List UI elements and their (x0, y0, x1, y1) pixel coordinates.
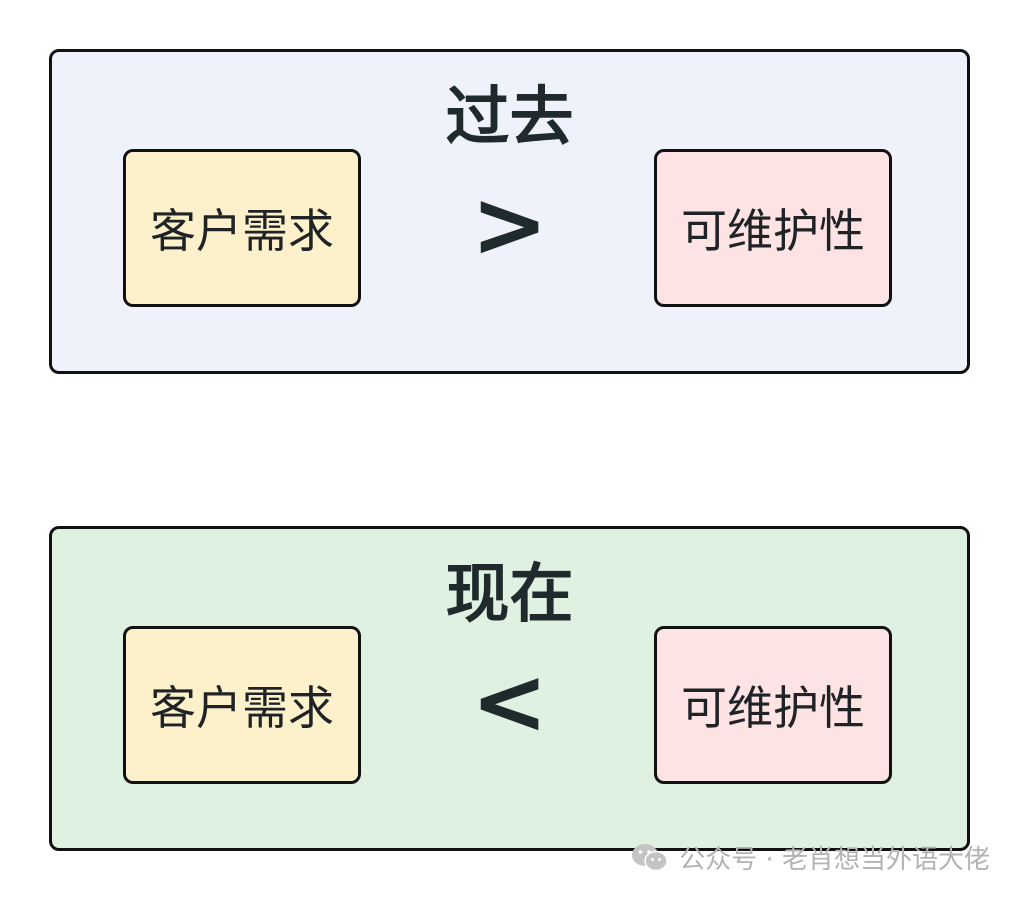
past-panel-title: 过去 (445, 81, 574, 155)
now-customer-demand-box: 客户需求 (123, 626, 361, 784)
wechat-icon (632, 843, 668, 871)
now-panel: 现在 客户需求 < 可维护性 (49, 526, 970, 851)
watermark: 公众号 · 老肖想当外语大佬 (631, 839, 990, 876)
past-customer-demand-label: 客户需求 (150, 204, 334, 258)
past-comparison-operator: > (470, 171, 549, 278)
now-panel-title: 现在 (445, 558, 574, 632)
now-maintainability-label: 可维护性 (681, 681, 865, 735)
past-panel: 过去 客户需求 > 可维护性 (49, 49, 970, 374)
past-customer-demand-box: 客户需求 (123, 149, 361, 307)
watermark-text: 公众号 · 老肖想当外语大佬 (679, 845, 990, 875)
past-maintainability-label: 可维护性 (681, 204, 865, 258)
now-maintainability-box: 可维护性 (654, 626, 892, 784)
past-maintainability-box: 可维护性 (654, 149, 892, 307)
now-customer-demand-label: 客户需求 (150, 681, 334, 735)
now-comparison-operator: < (470, 648, 549, 755)
